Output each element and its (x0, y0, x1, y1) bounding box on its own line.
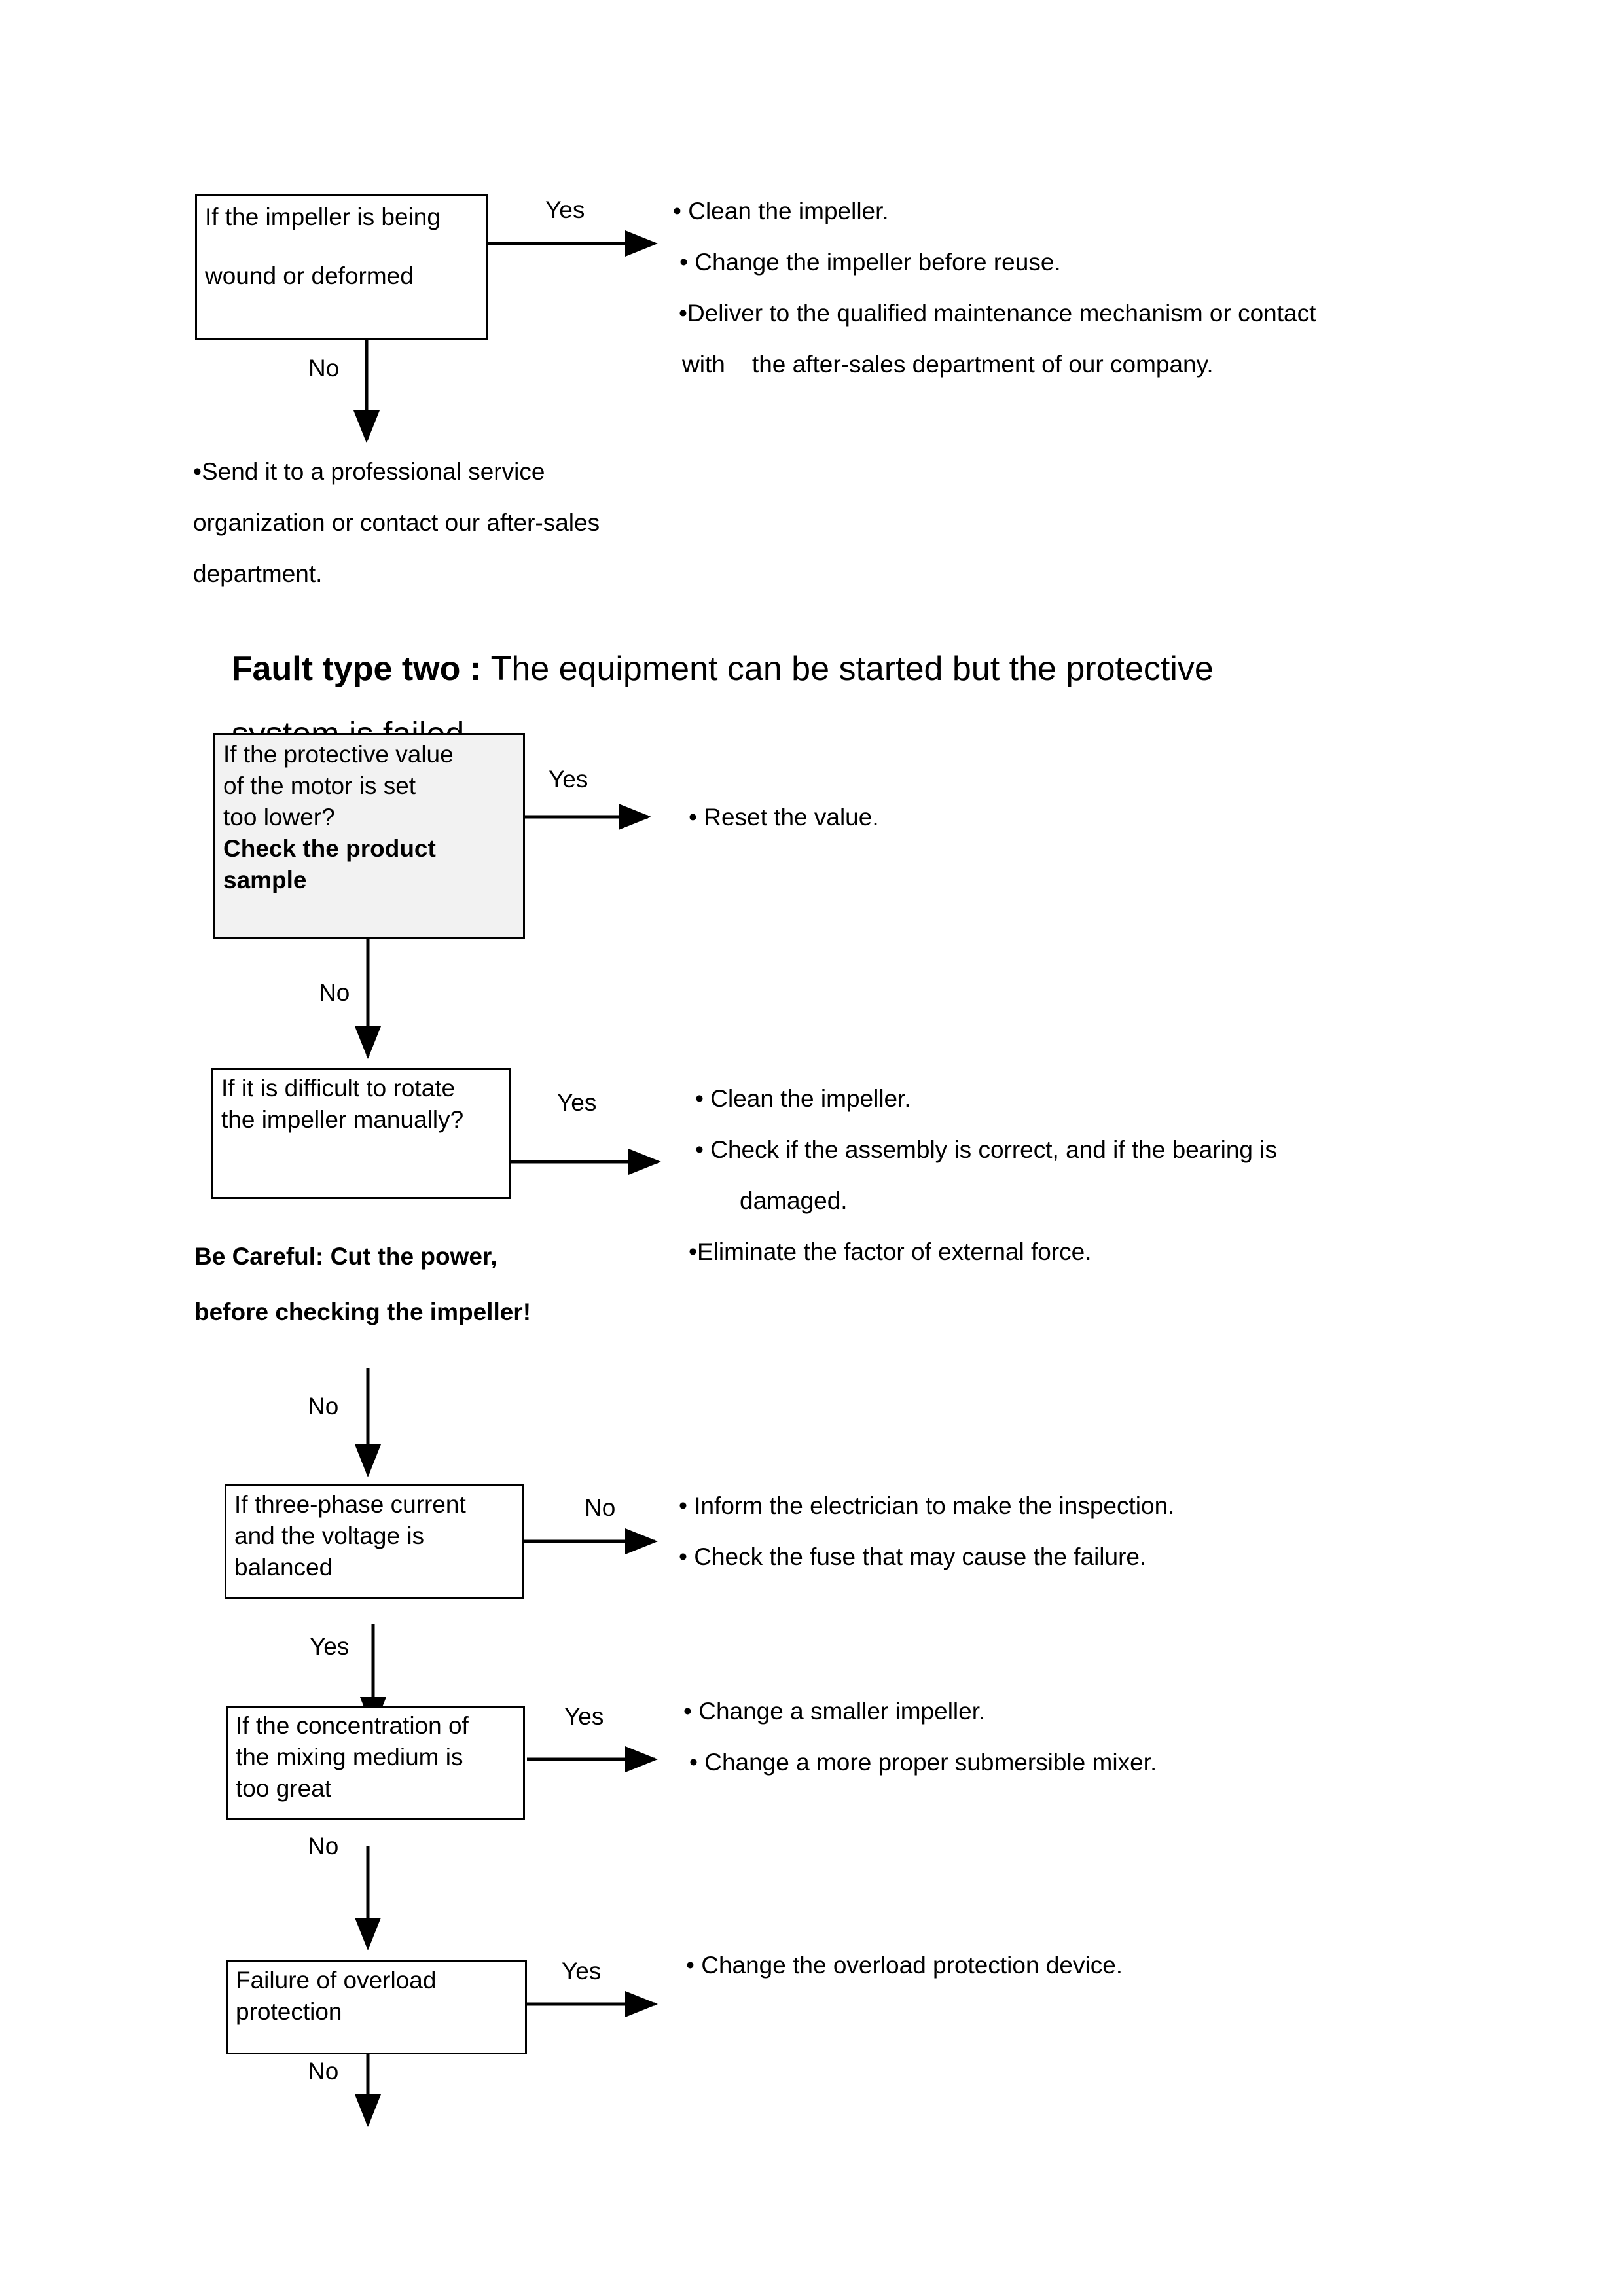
concentration-line2: the mixing medium is (236, 1744, 463, 1771)
decision-box-three-phase-current: If three-phase current and the voltage i… (225, 1484, 524, 1599)
label-s2-step4-no: No (308, 1833, 339, 1859)
s2-step3-no-bullet-1: • Inform the electrician to make the ins… (679, 1492, 1175, 1519)
s1-no-answer-line1: •Send it to a professional service (193, 458, 545, 485)
s2-step1-yes-answers: • Reset the value. (689, 805, 1278, 829)
s2-step4-yes-bullet-1: • Change a smaller impeller. (683, 1698, 986, 1725)
s2-step4-yes-answers: • Change a smaller impeller. • Change a … (683, 1699, 1403, 1774)
s2-step2-yes-bullet-2-cont: damaged. (740, 1187, 848, 1214)
caution-note-line2: before checking the impeller! (194, 1299, 532, 1325)
label-s2-step3-yes-down: Yes (310, 1633, 350, 1660)
label-s2-step5-yes: Yes (562, 1958, 602, 1984)
page-heading: Fault type two : The equipment can be st… (194, 618, 1214, 720)
s1-yes-bullet-2: • Change the impeller before reuse. (679, 249, 1061, 276)
s2-step3-no-bullet-2: • Check the fuse that may cause the fail… (679, 1543, 1147, 1570)
label-s1-yes: Yes (545, 196, 585, 223)
three-phase-line3: balanced (234, 1554, 333, 1581)
s2-step3-no-answers: • Inform the electrician to make the ins… (679, 1494, 1399, 1569)
s2-step1-yes-bullet-1: • Reset the value. (689, 804, 879, 831)
protective-value-bold-line2: sample (223, 867, 307, 894)
protective-value-bold-line1: Check the product (223, 835, 436, 863)
s1-no-answer-line2: organization or contact our after-sales (193, 509, 600, 536)
concentration-line3: too great (236, 1775, 332, 1803)
label-s2-step5-no: No (308, 2058, 339, 2085)
s1-yes-bullet-1: • Clean the impeller. (673, 198, 889, 224)
heading-bold-part: Fault type two : (231, 650, 491, 688)
s1-no-answer: •Send it to a professional service organ… (193, 459, 717, 586)
decision-box-concentration: If the concentration of the mixing mediu… (226, 1706, 525, 1820)
s1-yes-bullet-3-cont: with the after-sales department of our c… (682, 351, 1214, 378)
three-phase-line1: If three-phase current (234, 1491, 466, 1518)
label-s2-step2-no: No (308, 1393, 339, 1420)
label-s2-step1-yes: Yes (549, 766, 588, 793)
s2-step2-yes-answers: • Clean the impeller. • Check if the ass… (689, 1085, 1454, 1264)
decision-box-protective-value: If the protective value of the motor is … (213, 733, 525, 939)
heading-normal-line1: The equipment can be started but the pro… (490, 650, 1214, 688)
s2-step2-yes-bullet-2: • Check if the assembly is correct, and … (695, 1136, 1278, 1163)
overload-line2: protection (236, 1998, 342, 2026)
three-phase-line2: and the voltage is (234, 1522, 425, 1550)
decision-box-impeller-wound-line2: wound or deformed (205, 262, 414, 290)
label-s2-step3-no-right: No (585, 1494, 616, 1521)
caution-note-line1: Be Careful: Cut the power, (194, 1243, 497, 1270)
label-s2-step1-no: No (319, 979, 350, 1006)
label-s2-step4-yes: Yes (564, 1703, 604, 1730)
s2-step5-yes-answers: • Change the overload protection device. (686, 1953, 1406, 1977)
s1-yes-bullet-3: •Deliver to the qualified maintenance me… (679, 300, 1316, 327)
rotate-impeller-line2: the impeller manually? (221, 1106, 464, 1134)
s2-step2-yes-bullet-3: •Eliminate the factor of external force. (689, 1238, 1092, 1265)
label-s1-no: No (308, 355, 340, 382)
overload-line1: Failure of overload (236, 1967, 437, 1994)
protective-value-line3: too lower? (223, 804, 335, 831)
s1-no-answer-line3: department. (193, 560, 323, 587)
protective-value-line2: of the motor is set (223, 772, 416, 800)
decision-box-rotate-impeller: If it is difficult to rotate the impelle… (211, 1068, 511, 1199)
decision-box-overload-protection: Failure of overload protection (226, 1960, 527, 2054)
rotate-impeller-line1: If it is difficult to rotate (221, 1075, 456, 1102)
s2-step4-yes-bullet-2: • Change a more proper submersible mixer… (689, 1749, 1157, 1776)
s1-yes-answers: • Clean the impeller. • Change the impel… (673, 199, 1445, 376)
decision-box-impeller-wound: If the impeller is being wound or deform… (195, 194, 488, 340)
label-s2-step2-yes: Yes (557, 1089, 597, 1116)
protective-value-line1: If the protective value (223, 741, 454, 768)
s2-step2-yes-bullet-1: • Clean the impeller. (695, 1085, 911, 1112)
decision-box-impeller-wound-line1: If the impeller is being (205, 204, 441, 230)
concentration-line1: If the concentration of (236, 1712, 469, 1739)
s2-step5-yes-bullet-1: • Change the overload protection device. (686, 1952, 1123, 1979)
